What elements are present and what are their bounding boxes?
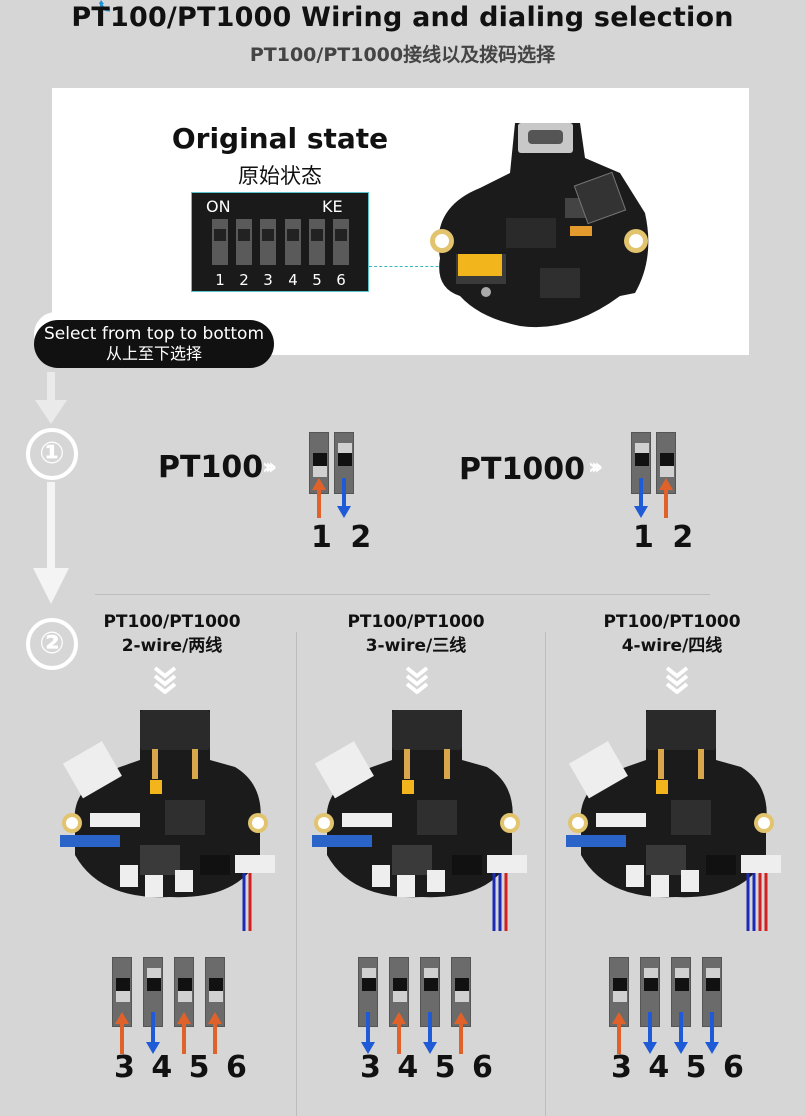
dip-ke-label: KE — [322, 197, 343, 216]
arrow-up-icon — [311, 478, 327, 522]
dip-switch-5 — [671, 957, 691, 1027]
dip-switch-3 — [609, 957, 629, 1027]
original-state-title: Original state — [171, 122, 389, 155]
dip-number: 6 — [336, 271, 346, 289]
board-image-4wire — [566, 705, 786, 939]
chevron-right-icon: ››› — [588, 455, 603, 480]
column-header-line1: PT100/PT1000 — [347, 612, 485, 632]
switch-digits-4wire: 3 4 5 6 — [611, 1050, 747, 1085]
column-header-line2: 3-wire/三线 — [365, 636, 467, 656]
dip-switch-4 — [389, 957, 409, 1027]
back-arrow-icon — [98, 0, 114, 16]
board-image-3wire — [312, 705, 532, 939]
arrow-down-icon — [422, 1012, 438, 1058]
section-divider — [95, 594, 710, 595]
column-header-2wire: PT100/PT1000 2-wire/两线 — [72, 610, 272, 658]
arrow-up-icon — [176, 1012, 192, 1058]
arrow-down-icon — [642, 1012, 658, 1058]
switch-digits-pt100: 1 2 — [311, 520, 376, 555]
chevron-down-icon — [405, 666, 429, 698]
dip-on-label: ON — [206, 197, 231, 216]
page-title: PT100/PT1000 Wiring and dialing selectio… — [71, 2, 734, 33]
step-number-1: ① — [26, 428, 78, 480]
arrow-up-icon — [611, 1012, 627, 1058]
arrow-up-icon — [207, 1012, 223, 1058]
dip-switch-3 — [112, 957, 132, 1027]
column-divider — [296, 632, 297, 1116]
pt1000-label: PT1000 — [459, 452, 585, 487]
board-image — [420, 118, 660, 333]
dip-switch-1 — [309, 432, 329, 494]
dip-switch-6 — [702, 957, 722, 1027]
dip-switch — [260, 219, 276, 265]
column-header-line1: PT100/PT1000 — [103, 612, 241, 632]
dip-number: 3 — [263, 271, 273, 289]
instruction-line1: Select from top to bottom — [43, 324, 265, 344]
chevron-down-icon — [665, 666, 689, 698]
original-state-subtitle: 原始状态 — [238, 164, 322, 188]
arrow-down-icon — [360, 1012, 376, 1058]
dip-switch-2 — [334, 432, 354, 494]
dip-switch-closeup: ON KE 1 2 3 4 5 6 — [191, 192, 369, 292]
column-header-line2: 4-wire/四线 — [621, 636, 723, 656]
arrow-up-icon — [391, 1012, 407, 1058]
switch-digits-2wire: 3 4 5 6 — [114, 1050, 250, 1085]
dip-switch — [333, 219, 349, 265]
dip-switch-6 — [205, 957, 225, 1027]
arrow-up-icon — [453, 1012, 469, 1058]
dip-switch-5 — [174, 957, 194, 1027]
switch-digits-pt1000: 1 2 — [633, 520, 698, 555]
chevron-right-icon: ››› — [262, 455, 277, 480]
dip-switch — [236, 219, 252, 265]
instruction-pill: Select from top to bottom 从上至下选择 — [34, 320, 274, 368]
page-subtitle: PT100/PT1000接线以及拨码选择 — [249, 44, 556, 66]
column-header-line2: 2-wire/两线 — [121, 636, 223, 656]
arrow-down-icon — [704, 1012, 720, 1058]
arrow-down-icon — [673, 1012, 689, 1058]
arrow-down-icon — [336, 478, 352, 522]
pt100-label: PT100 — [158, 450, 264, 485]
column-header-3wire: PT100/PT1000 3-wire/三线 — [316, 610, 516, 658]
dip-number: 1 — [215, 271, 225, 289]
dip-number: 2 — [239, 271, 249, 289]
chevron-down-icon — [153, 666, 177, 698]
instruction-line2: 从上至下选择 — [105, 344, 202, 363]
dip-switch-5 — [420, 957, 440, 1027]
dip-number: 5 — [312, 271, 322, 289]
flow-arrow-icon — [30, 372, 72, 612]
dip-switch-3 — [358, 957, 378, 1027]
arrow-down-icon — [145, 1012, 161, 1058]
switch-digits-3wire: 3 4 5 6 — [360, 1050, 496, 1085]
column-header-4wire: PT100/PT1000 4-wire/四线 — [572, 610, 772, 658]
dip-number: 4 — [288, 271, 298, 289]
column-header-line1: PT100/PT1000 — [603, 612, 741, 632]
arrow-up-icon — [114, 1012, 130, 1058]
column-divider — [545, 632, 546, 1116]
step-number-2: ② — [26, 618, 78, 670]
dip-switch-4 — [640, 957, 660, 1027]
arrow-up-icon — [658, 478, 674, 522]
arrow-down-icon — [633, 478, 649, 522]
dip-switch-2 — [656, 432, 676, 494]
dip-switch — [285, 219, 301, 265]
callout-line — [369, 266, 459, 267]
dip-switch — [212, 219, 228, 265]
dip-switch — [309, 219, 325, 265]
dip-switch-6 — [451, 957, 471, 1027]
board-image-2wire — [60, 705, 280, 939]
